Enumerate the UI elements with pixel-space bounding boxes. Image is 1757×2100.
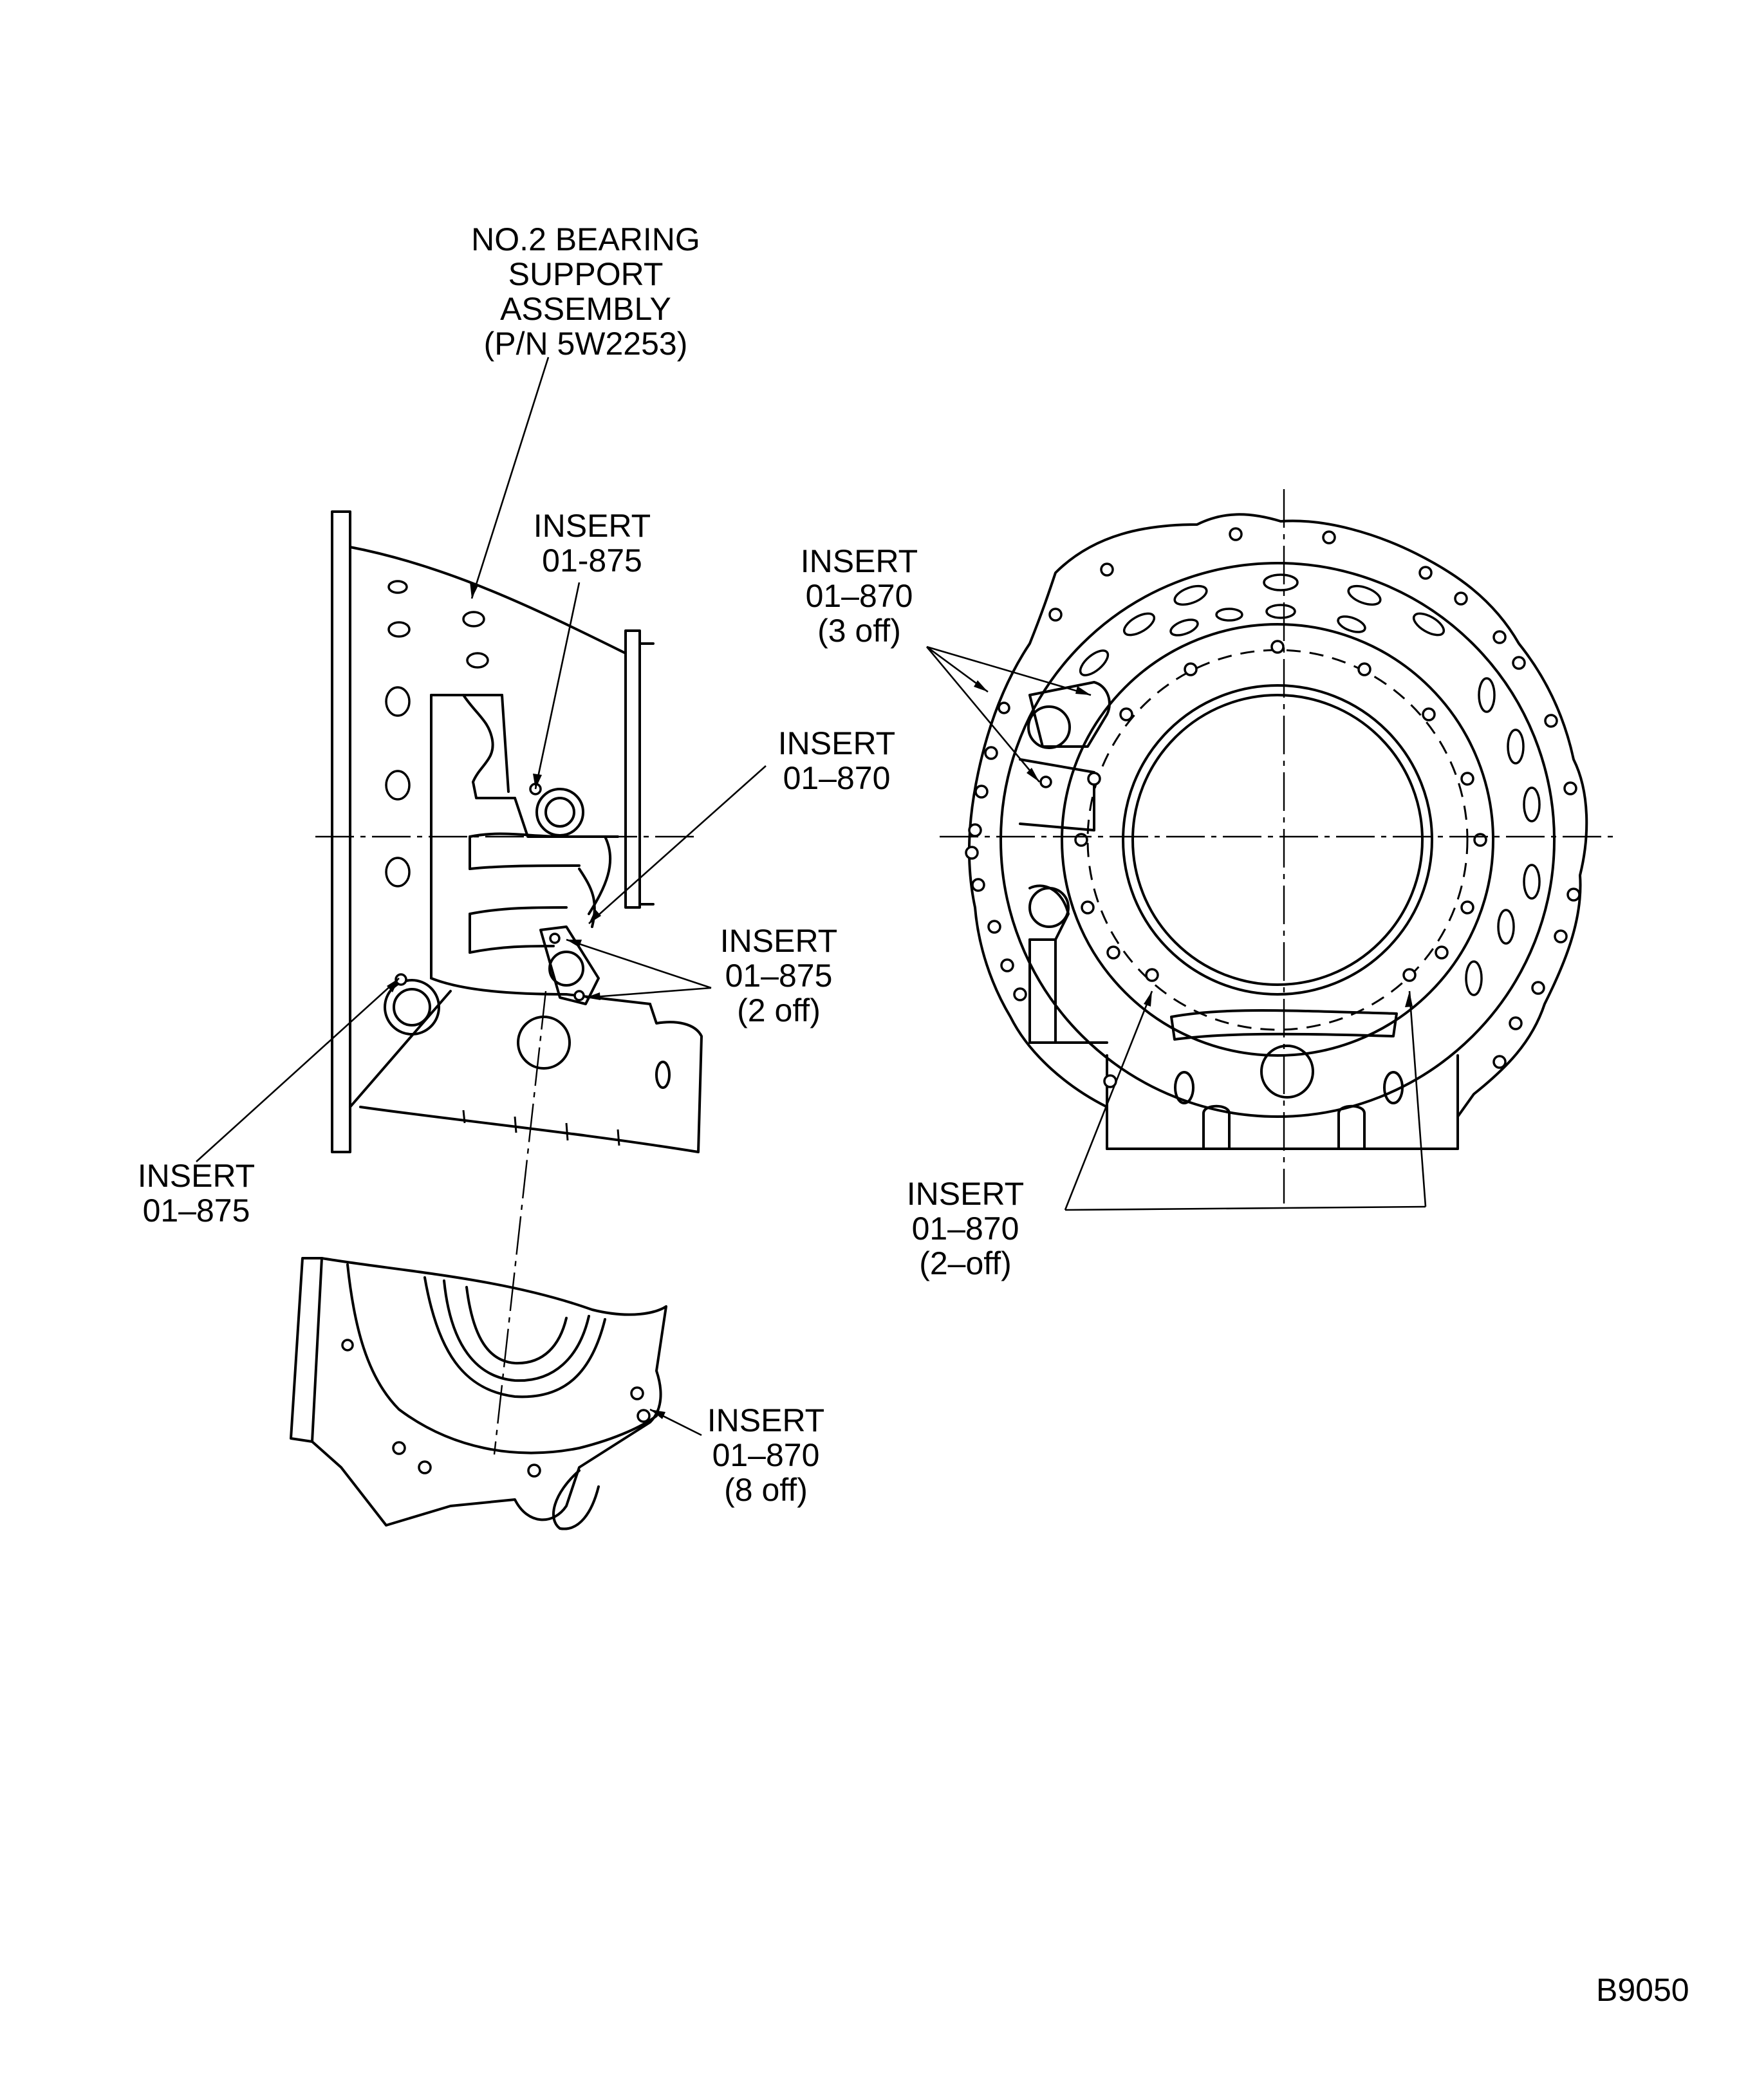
label-line: (2 off) xyxy=(737,992,821,1028)
front-view-bearing-support xyxy=(965,513,1588,1150)
center-lines xyxy=(315,489,1619,1455)
label-line: INSERT xyxy=(800,543,918,579)
label-line: NO.2 BEARING xyxy=(471,221,700,257)
label-line: INSERT xyxy=(777,725,896,761)
label-line: 01–875 xyxy=(725,958,833,994)
label-line: (3 off) xyxy=(817,613,901,649)
label-line: INSERT xyxy=(906,1176,1025,1212)
side-view-bearing-support xyxy=(331,510,703,1153)
label-insert-upper-left: INSERT 01-875 xyxy=(515,508,669,578)
label-line: (P/N 5W2253) xyxy=(483,326,688,362)
label-line: 01–870 xyxy=(911,1211,1019,1247)
label-line: INSERT xyxy=(533,508,651,544)
label-insert-3off: INSERT 01–870 (3 off) xyxy=(782,544,936,648)
label-insert-8off: INSERT 01–870 (8 off) xyxy=(689,1403,843,1507)
label-line: (8 off) xyxy=(724,1472,808,1508)
label-line: INSERT xyxy=(720,923,838,959)
label-bearing-support: NO.2 BEARING SUPPORT ASSEMBLY (P/N 5W225… xyxy=(451,222,721,361)
label-insert-mid: INSERT 01–870 xyxy=(759,726,914,795)
label-line: 01–875 xyxy=(142,1193,250,1229)
label-line: 01–870 xyxy=(783,760,891,796)
label-line: SUPPORT xyxy=(508,256,664,292)
label-line: ASSEMBLY xyxy=(500,291,671,327)
figure-reference: B9050 xyxy=(1596,1972,1689,2008)
label-line: 01–870 xyxy=(805,578,913,614)
leader-lines xyxy=(196,357,1427,1436)
label-line: 01–870 xyxy=(712,1437,820,1473)
label-line: INSERT xyxy=(707,1402,825,1438)
label-line: (2–off) xyxy=(919,1245,1012,1281)
label-line: INSERT xyxy=(137,1158,256,1194)
label-insert-875-2off: INSERT 01–875 (2 off) xyxy=(702,924,856,1028)
bottom-view-casing xyxy=(290,1257,667,1530)
label-line: 01-875 xyxy=(542,543,642,579)
label-insert-lower-left: INSERT 01–875 xyxy=(119,1158,274,1228)
label-insert-2off: INSERT 01–870 (2–off) xyxy=(888,1176,1043,1281)
